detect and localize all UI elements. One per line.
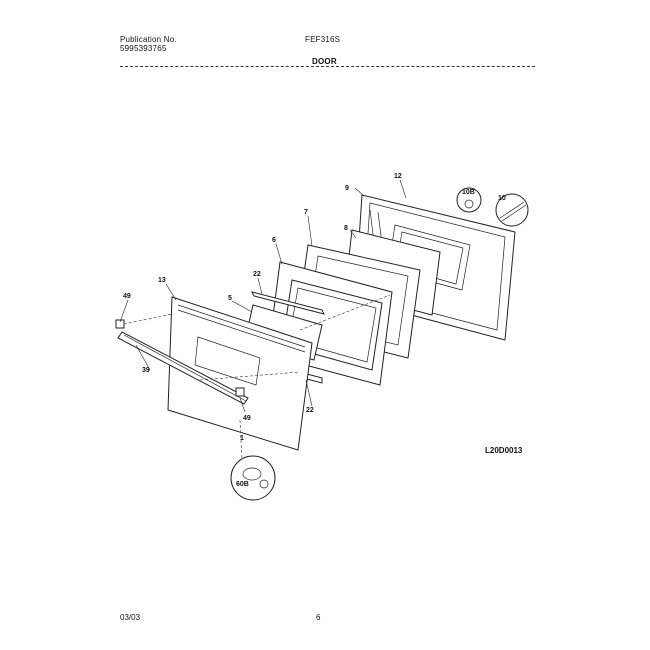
callout-10: 10 bbox=[498, 195, 506, 202]
header-rule bbox=[120, 66, 535, 67]
callout-9: 9 bbox=[345, 185, 349, 192]
callout-6: 6 bbox=[272, 237, 276, 244]
callout-49-bottom: 49 bbox=[243, 415, 251, 422]
hinge-pin-10-detail bbox=[495, 193, 529, 227]
outer-door-panel bbox=[167, 296, 313, 451]
callout-8: 8 bbox=[344, 225, 348, 232]
callout-22-bottom: 22 bbox=[306, 407, 314, 414]
handle-end-cap-right bbox=[235, 387, 245, 397]
callout-1: 1 bbox=[240, 435, 244, 442]
publication-label: Publication No. bbox=[120, 35, 177, 44]
callout-49-top: 49 bbox=[123, 293, 131, 300]
section-title: DOOR bbox=[312, 57, 337, 66]
callout-60b: 60B bbox=[236, 481, 249, 488]
footer-page-number: 6 bbox=[316, 613, 321, 622]
publication-number: 5995393765 bbox=[120, 44, 167, 53]
callout-39: 39 bbox=[142, 367, 150, 374]
callout-5: 5 bbox=[228, 295, 232, 302]
callout-13: 13 bbox=[158, 277, 166, 284]
footer-date: 03/03 bbox=[120, 613, 141, 622]
hardware-10b-detail bbox=[456, 187, 482, 213]
callout-22-top: 22 bbox=[253, 271, 261, 278]
screw-60b-detail bbox=[230, 455, 276, 501]
callout-7: 7 bbox=[304, 209, 308, 216]
model-number: FEF316S bbox=[305, 35, 341, 44]
door-handle bbox=[117, 331, 249, 405]
callout-12: 12 bbox=[394, 173, 402, 180]
callout-10b: 10B bbox=[462, 189, 475, 196]
diagram-code: L20D0013 bbox=[485, 446, 523, 455]
glass-support-bracket-top bbox=[251, 291, 325, 315]
